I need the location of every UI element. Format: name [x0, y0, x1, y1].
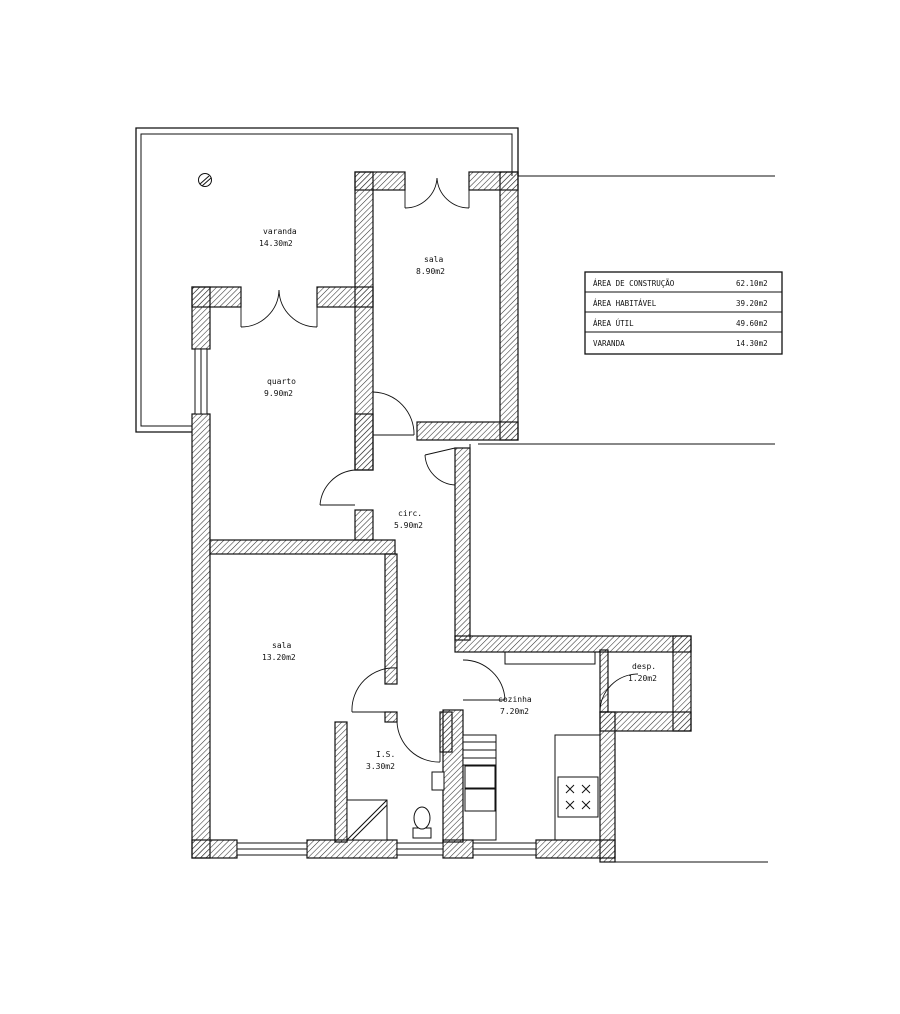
windows [194, 348, 537, 856]
area-table-value-4: 14.30m2 [736, 339, 768, 348]
room-area-is: 3.30m2 [366, 762, 395, 771]
kitchen-sink-icon [462, 734, 497, 812]
room-area-sala-main: 13.20m2 [262, 653, 296, 662]
area-table-value-1: 62.10m2 [736, 279, 768, 288]
room-area-desp: 1.20m2 [628, 674, 657, 683]
area-table-label-1: ÁREA DE CONSTRUÇÃO [593, 279, 675, 288]
area-table-value-3: 49.60m2 [736, 319, 768, 328]
room-label-quarto: quarto [267, 377, 296, 386]
room-area-quarto: 9.90m2 [264, 389, 293, 398]
walls [191, 171, 692, 863]
room-label-desp: desp. [632, 662, 656, 671]
fixtures [346, 651, 601, 841]
room-label-varanda: varanda [263, 227, 297, 236]
stove-icon [557, 776, 599, 818]
room-area-cozinha: 7.20m2 [500, 707, 529, 716]
room-labels: varanda 14.30m2 sala 8.90m2 quarto 9.90m… [259, 227, 657, 771]
area-table-value-2: 39.20m2 [736, 299, 768, 308]
room-label-sala-main: sala [272, 641, 291, 650]
drain-icon [198, 173, 212, 187]
room-label-circ: circ. [398, 509, 422, 518]
toilet-icon [412, 806, 432, 839]
room-label-sala-top: sala [424, 255, 443, 264]
room-area-sala-top: 8.90m2 [416, 267, 445, 276]
room-area-varanda: 14.30m2 [259, 239, 293, 248]
veranda-outline [135, 127, 519, 433]
room-area-circ: 5.90m2 [394, 521, 423, 530]
area-table-label-2: ÁREA HABITÁVEL [593, 299, 657, 308]
room-label-is: I.S. [376, 750, 395, 759]
area-table: ÁREA DE CONSTRUÇÃO 62.10m2 ÁREA HABITÁVE… [584, 271, 783, 355]
doors [240, 177, 639, 763]
area-table-label-3: ÁREA ÚTIL [593, 319, 634, 328]
area-table-label-4: VARANDA [593, 339, 625, 348]
room-label-cozinha: cozinha [498, 695, 532, 704]
washbasin-icon [431, 771, 445, 791]
